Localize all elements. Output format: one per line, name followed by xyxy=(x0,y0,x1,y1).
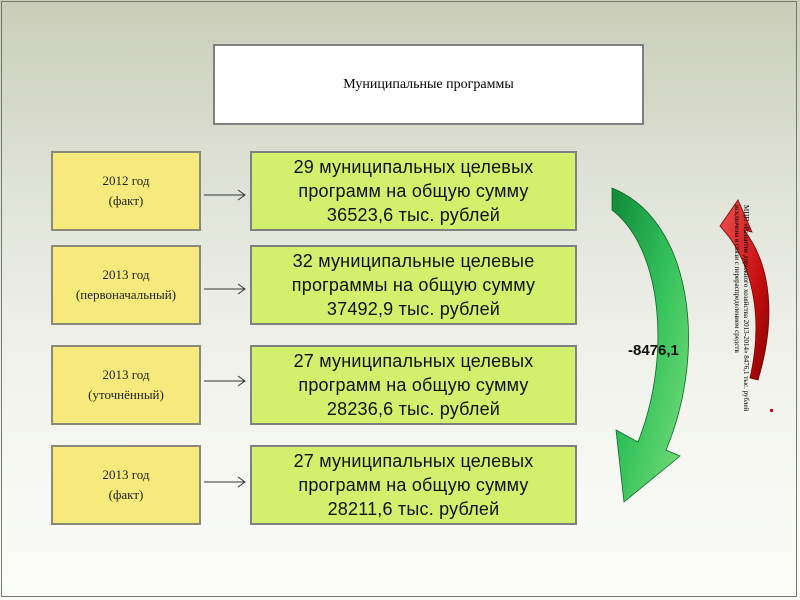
difference-value: -8476,1 xyxy=(628,342,679,359)
year-kind: (факт) xyxy=(108,487,144,502)
side-note: МЦП «Развитие дорожного хозяйства 2013-2… xyxy=(733,205,750,412)
curved-arrows xyxy=(611,187,770,503)
year-box-2012-fact: 2012 год (факт) xyxy=(51,151,201,231)
red-curved-arrow-icon xyxy=(719,199,770,381)
year-label: 2013 год xyxy=(102,367,150,382)
green-curved-arrow-icon xyxy=(611,187,689,503)
year-kind: (факт) xyxy=(108,193,144,208)
program-line: программ на общую сумму xyxy=(298,375,529,395)
right-arrow-icon xyxy=(204,375,246,387)
program-line: программы на общую сумму xyxy=(291,275,536,295)
program-amount: 36523,6 тыс. рублей xyxy=(326,205,501,225)
program-amount: 28211,6 тыс. рублей xyxy=(327,499,500,519)
program-line: 32 муниципальные целевые xyxy=(292,251,535,271)
page-title-box: Муниципальные программы xyxy=(213,44,644,125)
year-box-2013-initial: 2013 год (первоначальный) xyxy=(51,245,201,325)
year-kind: (уточнённый) xyxy=(88,387,164,402)
page-title: Муниципальные программы xyxy=(343,76,514,92)
year-box-2013-revised: 2013 год (уточнённый) xyxy=(51,345,201,425)
program-amount: 28236,6 тыс. рублей xyxy=(326,399,501,419)
program-box-2013-initial: 32 муниципальные целевые программы на об… xyxy=(250,245,577,325)
right-arrow-icon xyxy=(204,189,246,201)
program-line: программ на общую сумму xyxy=(298,475,529,495)
red-dot xyxy=(770,409,773,412)
program-box-2013-fact: 27 муниципальных целевых программ на общ… xyxy=(250,445,577,525)
program-box-2012-fact: 29 муниципальных целевых программ на общ… xyxy=(250,151,577,231)
program-line: 29 муниципальных целевых xyxy=(293,157,534,177)
year-label: 2012 год xyxy=(102,173,150,188)
year-label: 2013 год xyxy=(102,467,150,482)
year-kind: (первоначальный) xyxy=(75,287,177,302)
program-amount: 37492,9 тыс. рублей xyxy=(326,299,501,319)
program-line: программ на общую сумму xyxy=(298,181,529,201)
program-line: 27 муниципальных целевых xyxy=(293,451,534,471)
year-label: 2013 год xyxy=(102,267,150,282)
program-box-2013-revised: 27 муниципальных целевых программ на общ… xyxy=(250,345,577,425)
right-arrow-icon xyxy=(204,476,246,488)
year-box-2013-fact: 2013 год (факт) xyxy=(51,445,201,525)
program-line: 27 муниципальных целевых xyxy=(293,351,534,371)
right-arrow-icon xyxy=(204,283,246,295)
